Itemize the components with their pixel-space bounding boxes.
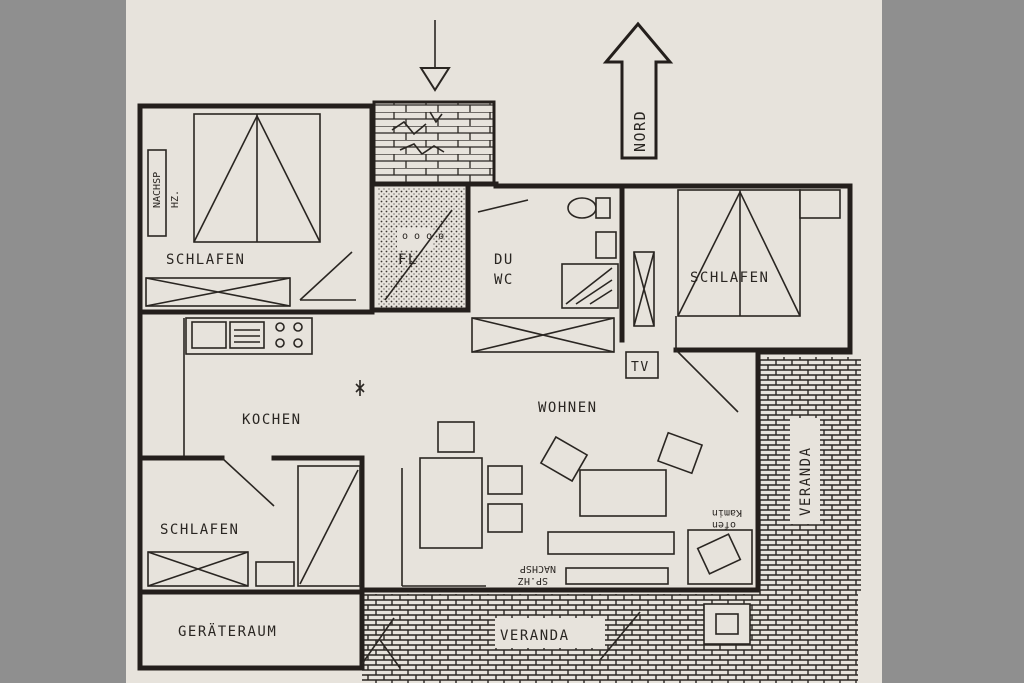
bedroom-ne [675,189,841,413]
room-label-wc: WC [494,272,514,288]
tv-label: TV [631,360,650,375]
veranda-grill-inner [715,613,739,635]
note-nachsp-south-1: NACHSP [520,563,556,574]
note-kaminofen-2: ofen [712,519,736,530]
kitchen [183,317,365,456]
room-label-du: DU [494,252,514,268]
stairs-scribble [391,111,445,156]
bedroom-sw [147,457,361,587]
veranda-south-label-bg [495,618,605,648]
hallway-coat-rack [397,228,433,250]
bathroom [561,197,655,327]
note-kaminofen-1: Kamin [712,507,742,518]
note-nachsp-nw: NACHSP [152,172,163,208]
room-label-veranda-east: VERANDA [798,446,814,516]
entrance-stairs [372,100,496,186]
coat-hooks-icon: o o o o [402,231,444,242]
note-nachsp-south-2: SP.HZ [518,575,548,586]
hall-door-swing [384,209,453,301]
living-room [401,317,753,587]
north-label: NORD [631,110,649,152]
room-label-geraeteraum: GERÄTERAUM [178,622,277,640]
veranda-door-swings [361,611,641,669]
veranda-south-paving [362,594,858,683]
bath-door-swing [477,199,529,213]
room-label-schlafen-sw: SCHLAFEN [160,522,239,538]
room-label-veranda-south: VERANDA [500,628,570,644]
room-label-schlafen-ne: SCHLAFEN [690,270,769,286]
bedroom-nw [145,113,356,307]
room-label-flur: FL [398,252,418,268]
room-label-kochen: KOCHEN [242,412,302,428]
room-label-wohnen: WOHNEN [538,400,598,416]
outer-walls [137,103,853,671]
veranda-east-label-bg [790,418,820,524]
note-hz-nw: HZ. [170,190,181,208]
north-arrow-icon [602,21,674,160]
room-label-schlafen-nw: SCHLAFEN [166,252,245,268]
entrance-arrow-icon [419,20,451,92]
